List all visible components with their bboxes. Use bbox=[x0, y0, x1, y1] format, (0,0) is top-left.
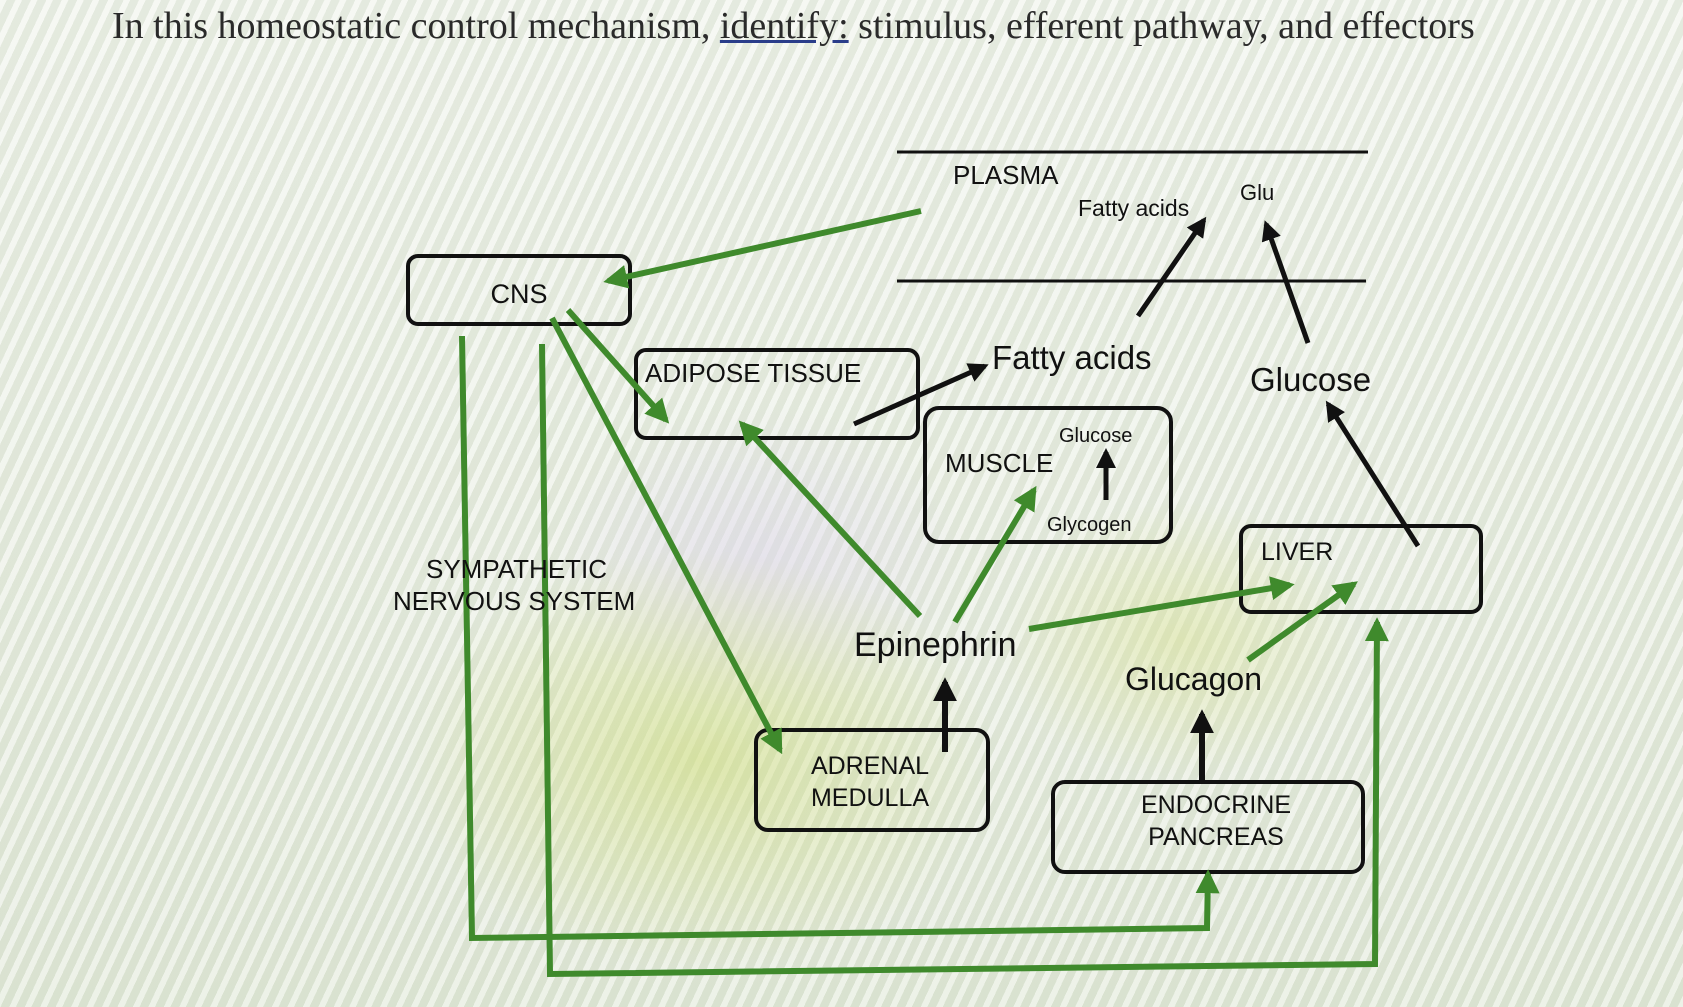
plasma-label: PLASMA bbox=[953, 160, 1059, 190]
adipose-to-fatty-acids-arrow bbox=[852, 363, 989, 427]
cns-box bbox=[406, 254, 632, 326]
sympathetic-label-line2: NERVOUS SYSTEM bbox=[393, 586, 635, 616]
fatty-acids-to-plasma-arrow bbox=[1135, 216, 1207, 318]
plasma-fatty-acids-label: Fatty acids bbox=[1078, 195, 1189, 221]
adipose-tissue-label: ADIPOSE TISSUE bbox=[645, 358, 861, 388]
plasma-glu-label: Glu bbox=[1240, 180, 1274, 205]
sympathetic-label-line1: SYMPATHETIC bbox=[426, 554, 607, 584]
question-prefix: In this homeostatic control mechanism, bbox=[112, 5, 711, 47]
glucagon-label: Glucagon bbox=[1125, 661, 1262, 697]
glucose-to-plasma-arrow bbox=[1261, 220, 1311, 344]
muscle-glucose-label: Glucose bbox=[1059, 425, 1132, 447]
glucagon-to-liver-arrow bbox=[1246, 581, 1358, 663]
sympathetic-to-pancreas-pathway bbox=[459, 335, 1220, 942]
adrenal-medulla-box bbox=[754, 728, 990, 832]
pancreas-label-line1: ENDOCRINE bbox=[1141, 791, 1291, 819]
question-suffix: stimulus, efferent pathway, and effector… bbox=[858, 5, 1475, 47]
liver-box bbox=[1239, 524, 1483, 614]
epinephrin-to-adipose-arrow bbox=[738, 420, 923, 619]
glucose-label: Glucose bbox=[1250, 361, 1371, 398]
cns-to-adrenal-arrow bbox=[549, 316, 783, 755]
cns-label: CNS bbox=[490, 279, 547, 309]
pancreas-label-line2: PANCREAS bbox=[1148, 823, 1284, 851]
liver-to-glucose-arrow bbox=[1325, 400, 1421, 548]
epinephrin-label: Epinephrin bbox=[854, 626, 1017, 664]
muscle-label: MUSCLE bbox=[945, 448, 1053, 478]
adrenal-label-line1: ADRENAL bbox=[811, 752, 929, 780]
muscle-box bbox=[923, 406, 1173, 544]
muscle-glycogen-label: Glycogen bbox=[1047, 514, 1132, 536]
liver-label: LIVER bbox=[1261, 538, 1333, 566]
cns-to-adipose-arrow bbox=[565, 308, 670, 424]
fatty-acids-label: Fatty acids bbox=[992, 339, 1152, 376]
plasma-to-cns-arrow bbox=[603, 208, 922, 289]
epinephrin-to-liver-arrow bbox=[1028, 576, 1295, 632]
sympathetic-to-liver-pathway bbox=[539, 343, 1389, 978]
adrenal-label-line2: MEDULLA bbox=[811, 784, 929, 812]
question-underlined-word: identify: bbox=[719, 5, 849, 47]
question-title: In this homeostatic control mechanism, i… bbox=[112, 4, 1592, 48]
epinephrin-to-muscle-arrow bbox=[952, 485, 1037, 624]
